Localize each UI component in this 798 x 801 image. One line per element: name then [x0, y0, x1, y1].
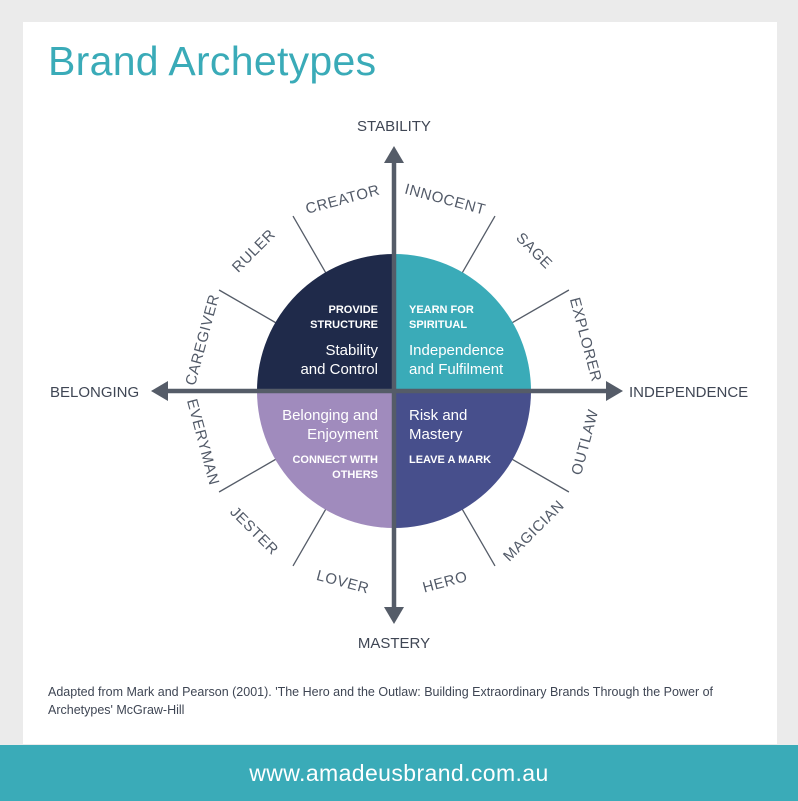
- quadrant-top-left: [257, 254, 394, 391]
- quadrant-top-left-main-1: Stability: [325, 342, 378, 359]
- axes: [163, 158, 611, 612]
- archetype-label-caregiver: CAREGIVER: [182, 292, 223, 387]
- source-caption: Adapted from Mark and Pearson (2001). 'T…: [48, 685, 714, 717]
- footer-website-link[interactable]: www.amadeusbrand.com.au: [249, 759, 549, 786]
- quadrant-bottom-right-text: Risk and Mastery LEAVE A MARK: [409, 407, 491, 466]
- archetype-label-creator: CREATOR: [304, 182, 382, 218]
- quadrant-top-right-text: YEARN FOR SPIRITUAL Independence and Ful…: [409, 304, 504, 378]
- footer-bar: www.amadeusbrand.com.au: [0, 745, 798, 801]
- archetype-label-innocent: INNOCENT: [403, 181, 488, 219]
- archetype-label-jester: JESTER: [226, 503, 281, 558]
- archetype-label-sage: SAGE: [512, 229, 555, 272]
- arrow-right-icon: [606, 381, 623, 401]
- spoke-line: [292, 503, 330, 567]
- spoke-line: [458, 503, 496, 567]
- archetype-label-lover: LOVER: [315, 567, 371, 597]
- quadrant-bottom-left-main-1: Belonging and: [282, 407, 378, 424]
- archetype-label-magician: MAGICIAN: [500, 497, 568, 565]
- quadrant-bottom-right-sub-1: LEAVE A MARK: [409, 454, 491, 466]
- spokes: [218, 215, 570, 567]
- archetype-label-explorer: EXPLORER: [566, 296, 605, 384]
- quadrant-top-left-sub-1: PROVIDE: [328, 304, 378, 316]
- quadrant-top-right-sub-2: SPIRITUAL: [409, 319, 467, 331]
- axis-label-mastery: MASTERY: [358, 635, 430, 652]
- page-title: Brand Archetypes: [48, 38, 377, 84]
- arrow-left-icon: [151, 381, 168, 401]
- quadrant-bottom-right: [394, 391, 531, 528]
- spoke-line: [458, 215, 496, 279]
- arrow-up-icon: [384, 146, 404, 163]
- quadrant-bottom-left: [257, 391, 394, 528]
- quadrant-top-left-sub-2: STRUCTURE: [310, 319, 378, 331]
- quadrant-bottom-right-main-2: Mastery: [409, 426, 463, 443]
- quadrant-top-left-main-2: and Control: [300, 361, 378, 378]
- spoke-line: [218, 289, 282, 327]
- quadrant-top-right-sub-1: YEARN FOR: [409, 304, 474, 316]
- quadrant-bottom-left-sub-1: CONNECT WITH: [292, 454, 378, 466]
- quadrant-bottom-right-main-1: Risk and: [409, 407, 467, 424]
- spoke-line: [506, 455, 570, 493]
- spoke-line: [506, 289, 570, 327]
- quadrant-bottom-left-sub-2: OTHERS: [332, 469, 378, 481]
- quadrant-top-right: [394, 254, 531, 391]
- archetype-label-everyman: EVERYMAN: [183, 397, 222, 487]
- spoke-line: [218, 455, 282, 493]
- spoke-line: [292, 215, 330, 279]
- axis-label-independence: INDEPENDENCE: [629, 384, 748, 401]
- archetype-label-outlaw: OUTLAW: [568, 407, 602, 477]
- archetype-label-ruler: RULER: [229, 226, 279, 276]
- axis-label-stability: STABILITY: [357, 118, 431, 135]
- quadrant-bottom-left-main-2: Enjoyment: [307, 426, 379, 443]
- quadrant-top-right-main-2: and Fulfilment: [409, 361, 504, 378]
- axis-arrows: [151, 146, 623, 624]
- archetype-label-hero: HERO: [421, 568, 470, 596]
- quadrant-top-left-text: PROVIDE STRUCTURE Stability and Control: [300, 304, 378, 378]
- quadrant-bottom-left-text: Belonging and Enjoyment CONNECT WITH OTH…: [282, 407, 379, 481]
- arrow-down-icon: [384, 607, 404, 624]
- axis-label-belonging: BELONGING: [50, 384, 139, 401]
- quadrant-top-right-main-1: Independence: [409, 342, 504, 359]
